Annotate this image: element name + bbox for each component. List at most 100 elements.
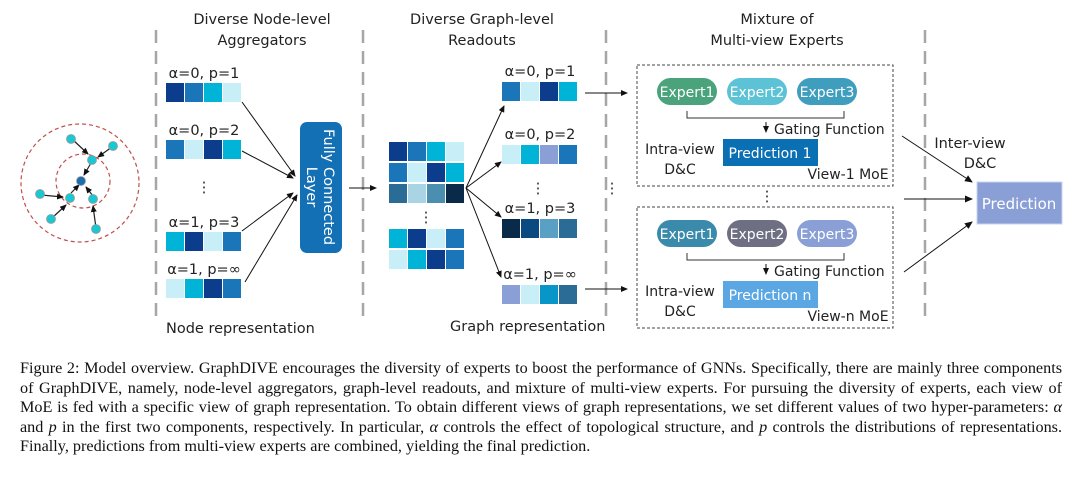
- final-prediction: Prediction: [976, 181, 1063, 225]
- graph-center-node: [76, 176, 86, 186]
- between-views-ellipsis: ⋮: [605, 181, 620, 197]
- vector-cell: [540, 145, 558, 164]
- intra-view-dc-label: D&C: [664, 304, 696, 320]
- vector-cell: [427, 184, 445, 203]
- expert-3-label: Expert3: [800, 227, 855, 243]
- vector-cell: [166, 83, 184, 102]
- expert-2-pill: [727, 78, 787, 105]
- node-vector-label: α=0, p=2: [169, 123, 240, 139]
- expert-3-pill: [797, 220, 857, 247]
- vector-cell: [521, 145, 539, 164]
- vector-cell: [427, 250, 445, 269]
- node-vector-label: α=0, p=1: [169, 66, 240, 82]
- vector-cell: [408, 229, 426, 248]
- view-prediction-box: [723, 139, 818, 166]
- matrix-row: [389, 229, 464, 248]
- vector-cell: [446, 250, 464, 269]
- vector-cell: [223, 83, 241, 102]
- caption-and: and: [20, 417, 49, 436]
- vector-cell: [389, 163, 407, 182]
- expert-1-pill: [657, 78, 717, 105]
- vector-cell: [427, 142, 445, 161]
- vector-cell: [521, 219, 539, 238]
- graph-vector-label: α=1, p=3: [505, 201, 576, 217]
- vector-cell: [521, 285, 539, 304]
- node-level-vectors: α=0, p=1α=0, p=2α=1, p=3α=1, p=∞: [166, 66, 241, 298]
- node-vector: [166, 279, 241, 298]
- vector-cell: [446, 163, 464, 182]
- section-dividers: [154, 30, 927, 318]
- final-prediction-label: Prediction: [982, 195, 1057, 213]
- graph-readouts-title-1: Diverse Graph-level: [410, 12, 554, 28]
- node-embedding-matrix: [389, 142, 464, 269]
- vector-cell: [204, 83, 222, 102]
- graph-node: [87, 155, 97, 165]
- vector-cell: [408, 163, 426, 182]
- caption-text-2: in the first two components, respectivel…: [56, 417, 430, 436]
- graph-vector-ellipsis: ⋮: [531, 181, 546, 197]
- graph-vector: [502, 219, 577, 238]
- graph-node: [108, 141, 118, 151]
- vector-cell: [204, 279, 222, 298]
- graph-representation-label: Graph representation: [450, 319, 605, 335]
- graph-vector-label: α=0, p=2: [505, 127, 576, 143]
- vector-cell: [502, 219, 520, 238]
- graph-node: [46, 214, 56, 224]
- vector-cell: [427, 229, 445, 248]
- gating-function-label: Gating Function: [774, 264, 885, 280]
- fc-layer-label-1: Fully Connected: [320, 129, 336, 245]
- matrix-row: [389, 184, 464, 203]
- graph-vector-label: α=1, p=∞: [503, 267, 577, 283]
- final-prediction-box: [976, 181, 1063, 225]
- vector-cell: [540, 285, 558, 304]
- vector-cell: [446, 229, 464, 248]
- graph-node: [66, 134, 76, 144]
- caption-text-4: controls the distributions of representa…: [20, 417, 1063, 456]
- vector-cell: [204, 140, 222, 159]
- views-to-prediction-arrows: [901, 135, 973, 273]
- gating-bracket: [686, 111, 845, 119]
- vector-cell: [185, 140, 203, 159]
- figure-caption: Figure 2: Model overview. GraphDIVE enco…: [20, 359, 1062, 457]
- node-vector-ellipsis: ⋮: [197, 180, 212, 196]
- moe-view-box: [636, 206, 894, 329]
- caption-p: p: [48, 417, 57, 436]
- vector-cell: [408, 184, 426, 203]
- vector-cell: [559, 82, 577, 101]
- vector-cell: [166, 279, 184, 298]
- view-moe-name: View-1 MoE: [807, 167, 888, 183]
- vector-cell: [166, 232, 184, 251]
- caption-alpha: α: [1053, 398, 1063, 417]
- vector-cell: [502, 285, 520, 304]
- vector-cell: [389, 229, 407, 248]
- node-aggregators-title-2: Aggregators: [217, 33, 306, 49]
- node-aggregators-title-1: Diverse Node-level: [193, 12, 330, 28]
- vector-cell: [521, 82, 539, 101]
- intra-view-label: Intra-view: [645, 284, 715, 300]
- model-overview-figure: Diverse Node-level Aggregators Diverse G…: [20, 12, 1063, 337]
- moe-title-2: Multi-view Experts: [710, 33, 843, 49]
- graph-vector: [502, 145, 577, 164]
- vector-cell: [427, 163, 445, 182]
- expert-2-label: Expert2: [730, 85, 785, 101]
- caption-p-2: p: [759, 417, 768, 436]
- vector-cell: [223, 232, 241, 251]
- input-graph: [20, 123, 140, 243]
- moe-view-box: [636, 64, 894, 187]
- outer-hop-ring: [20, 123, 140, 243]
- vector-cell: [223, 279, 241, 298]
- vector-cell: [389, 250, 407, 269]
- matrix-row: [389, 250, 464, 269]
- graph-vector: [502, 285, 577, 304]
- node-representation-label: Node representation: [166, 321, 315, 337]
- vector-cell: [559, 285, 577, 304]
- graph-vector: [502, 82, 577, 101]
- node-vector: [166, 232, 241, 251]
- vector-cell: [389, 142, 407, 161]
- moe-views-ellipsis: ⋮: [760, 189, 775, 205]
- vector-cell: [204, 232, 222, 251]
- node-vector-label: α=1, p=3: [169, 215, 240, 231]
- graph-node: [65, 193, 75, 203]
- node-vector: [166, 140, 241, 159]
